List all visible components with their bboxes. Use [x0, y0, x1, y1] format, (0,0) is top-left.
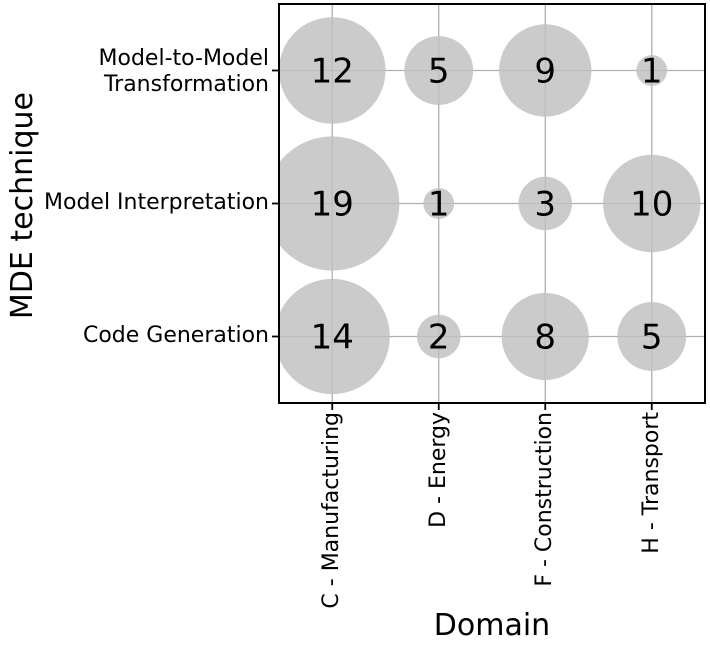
bubble-r0-c2 — [499, 24, 592, 117]
bubble-value-r2-c0: 14 — [311, 318, 354, 358]
bubble-value-r0-c2: 9 — [534, 52, 556, 92]
y-tick-label-code-generation: Code Generation — [82, 323, 269, 348]
bubble-r2-c1 — [416, 314, 461, 359]
axis-ticks — [272, 69, 653, 410]
x-tick-label-h-transport: H - Transport — [639, 412, 664, 554]
bubble-r1-c3 — [603, 154, 701, 253]
y-tick-label-model-interpretation: Model Interpretation — [44, 190, 269, 215]
bubble-value-r0-c1: 5 — [428, 52, 450, 92]
x-axis-title: Domain — [433, 608, 551, 643]
bubble-value-r2-c1: 2 — [428, 318, 450, 358]
bubble-r2-c0 — [279, 278, 390, 395]
x-tick-label-f-construction: F - Construction — [532, 412, 557, 587]
bubble-value-r1-c2: 3 — [534, 185, 556, 225]
y-axis-title-slot: MDE technique — [4, 92, 42, 332]
plot-border — [278, 3, 706, 404]
x-tick-label-d-energy: D - Energy — [426, 412, 451, 528]
bubble-r1-c2 — [518, 176, 572, 231]
bubble-value-r1-c1: 1 — [428, 185, 450, 225]
bubble-value-r2-c2: 8 — [534, 318, 556, 358]
bubble-r2-c2 — [501, 292, 589, 381]
bubble-r1-c1 — [423, 188, 455, 219]
y-tick-label-model-to-model-transformation: Model-to-Model Transformation — [98, 46, 269, 97]
bubble-value-labels: 12 5 9 1 19 1 3 10 14 2 8 5 — [311, 52, 674, 358]
bubble-r0-c0 — [279, 17, 386, 124]
bubble-value-r1-c3: 10 — [630, 185, 673, 225]
y-axis-title: MDE technique — [5, 92, 40, 320]
bubble-r1-c0 — [279, 136, 400, 271]
bubble-value-r0-c0: 12 — [311, 52, 354, 92]
bubble-r0-c3 — [636, 55, 668, 86]
x-tick-label-c-manufacturing: C - Manufacturing — [319, 412, 344, 609]
bubble-value-r0-c3: 1 — [641, 52, 663, 92]
bubble-r2-c3 — [617, 302, 687, 371]
bubble-r0-c1 — [404, 36, 474, 105]
bubble-value-r1-c0: 19 — [311, 185, 354, 225]
bubble-value-r2-c3: 5 — [641, 318, 663, 358]
bubbles — [279, 17, 701, 395]
